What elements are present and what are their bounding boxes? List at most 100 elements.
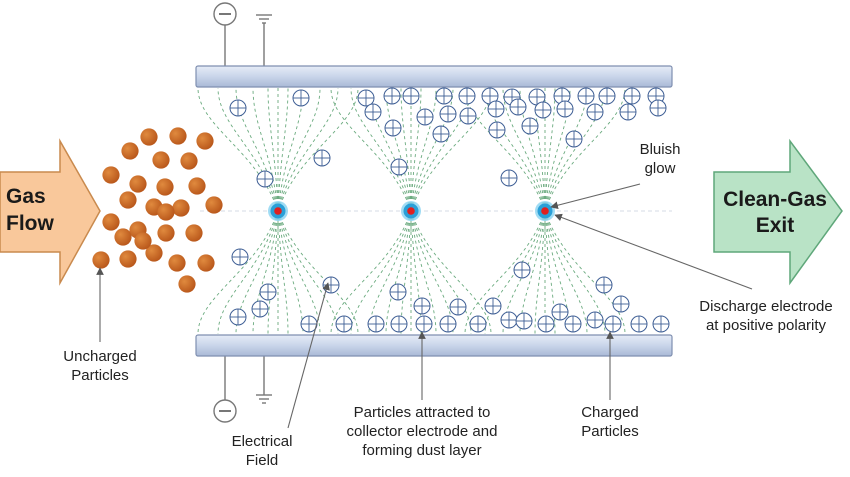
bottom-ac-source-icon [213,356,237,423]
bottom-collector-plate [195,334,673,357]
charged-particle-icon [537,315,555,333]
charged-particle-icon [335,315,353,333]
bottom-ground-icon [256,356,272,404]
charged-particle-icon [623,87,641,105]
field-line [410,87,437,212]
label-charged-particles: Charged Particles [581,404,639,440]
charged-particle-icon [389,283,407,301]
field-line [410,87,472,212]
field-line [277,87,339,212]
field-line [410,210,454,335]
uncharged-particle-icon [188,177,206,195]
label-uncharged-particles: Uncharged Particles [63,348,136,384]
field-line [277,87,289,212]
charged-particle-icon [383,87,401,105]
field-line [544,210,606,335]
charged-particle-icon [598,87,616,105]
field-line [544,87,626,212]
uncharged-particle-icon [102,213,120,231]
charged-particle-icon [488,121,506,139]
charged-particle-icon [435,87,453,105]
charged-particle-icon [251,300,269,318]
uncharged-particle-icon [156,178,174,196]
charged-particle-icon [551,303,569,321]
field-line [197,87,279,212]
charged-particle-icon [652,315,670,333]
charged-particle-icon [416,108,434,126]
svg-text:Field: Field [246,452,279,469]
discharge-electrode-icon [401,201,421,221]
svg-text:Particles: Particles [581,423,639,440]
field-line [385,87,412,212]
uncharged-particle-icon [119,191,137,209]
field-line [519,210,546,335]
field-line [410,210,422,335]
field-line [277,210,289,335]
field-line [519,87,546,212]
uncharged-particle-icon [121,142,139,160]
charged-particle-icon [313,149,331,167]
svg-text:Uncharged: Uncharged [63,348,136,365]
uncharged-particle-icon [185,224,203,242]
charged-particle-icon [231,248,249,266]
clean-gas-label-line1: Clean-Gas [723,188,827,211]
field-line [464,87,546,212]
field-line [277,210,321,335]
field-line [534,87,546,212]
uncharged-particle-icon [168,254,186,272]
charged-particle-icon [586,311,604,329]
uncharged-particle-icon [140,128,158,146]
label-electrical-field: Electrical Field [232,433,293,469]
charged-particle-icon [415,315,433,333]
charged-particle-icon [649,99,667,117]
field-line [277,210,304,335]
field-line [544,87,556,212]
charged-particle-icon [595,276,613,294]
uncharged-particle-icon [92,251,110,269]
field-line [350,87,412,212]
svg-text:Bluish: Bluish [640,141,681,158]
field-line [400,87,412,212]
field-line [277,210,339,335]
charged-particle-icon [256,170,274,188]
field-line [350,210,412,335]
charged-particle-icon [402,87,420,105]
field-line [277,87,359,212]
charged-particle-icon [367,315,385,333]
charged-particle-icon [528,88,546,106]
field-line [235,87,279,212]
discharge-electrodes [268,201,555,221]
charged-particles [229,87,670,333]
field-line [544,87,571,212]
field-line [277,87,321,212]
field-line [368,87,412,212]
charged-particle-icon [481,87,499,105]
charged-particle-icon [292,89,310,107]
gas-flow-label-line2: Flow [6,212,54,235]
field-line [484,87,546,212]
charged-particle-icon [357,89,375,107]
charged-particle-icon [469,315,487,333]
charged-particle-icon [449,298,467,316]
top-collector-plate [195,65,673,88]
field-line [410,87,492,212]
svg-text:glow: glow [645,160,676,177]
field-line [267,87,279,212]
svg-text:at positive polarity: at positive polarity [706,317,827,334]
electrical-field-lines [197,87,626,335]
field-line [484,210,546,335]
field-line [410,210,492,335]
charged-particle-icon [432,125,450,143]
discharge-electrode-icon [268,201,288,221]
field-line [330,210,412,335]
charged-particle-icon [500,311,518,329]
field-line [544,210,588,335]
charged-particle-icon [513,261,531,279]
clean-gas-exit-arrow: Clean-Gas Exit [713,138,843,286]
charged-particle-icon [390,158,408,176]
label-dust-layer: Particles attracted to collector electro… [347,404,498,459]
top-ac-source-icon [213,2,237,66]
charged-particle-icon [390,315,408,333]
field-line [277,87,304,212]
